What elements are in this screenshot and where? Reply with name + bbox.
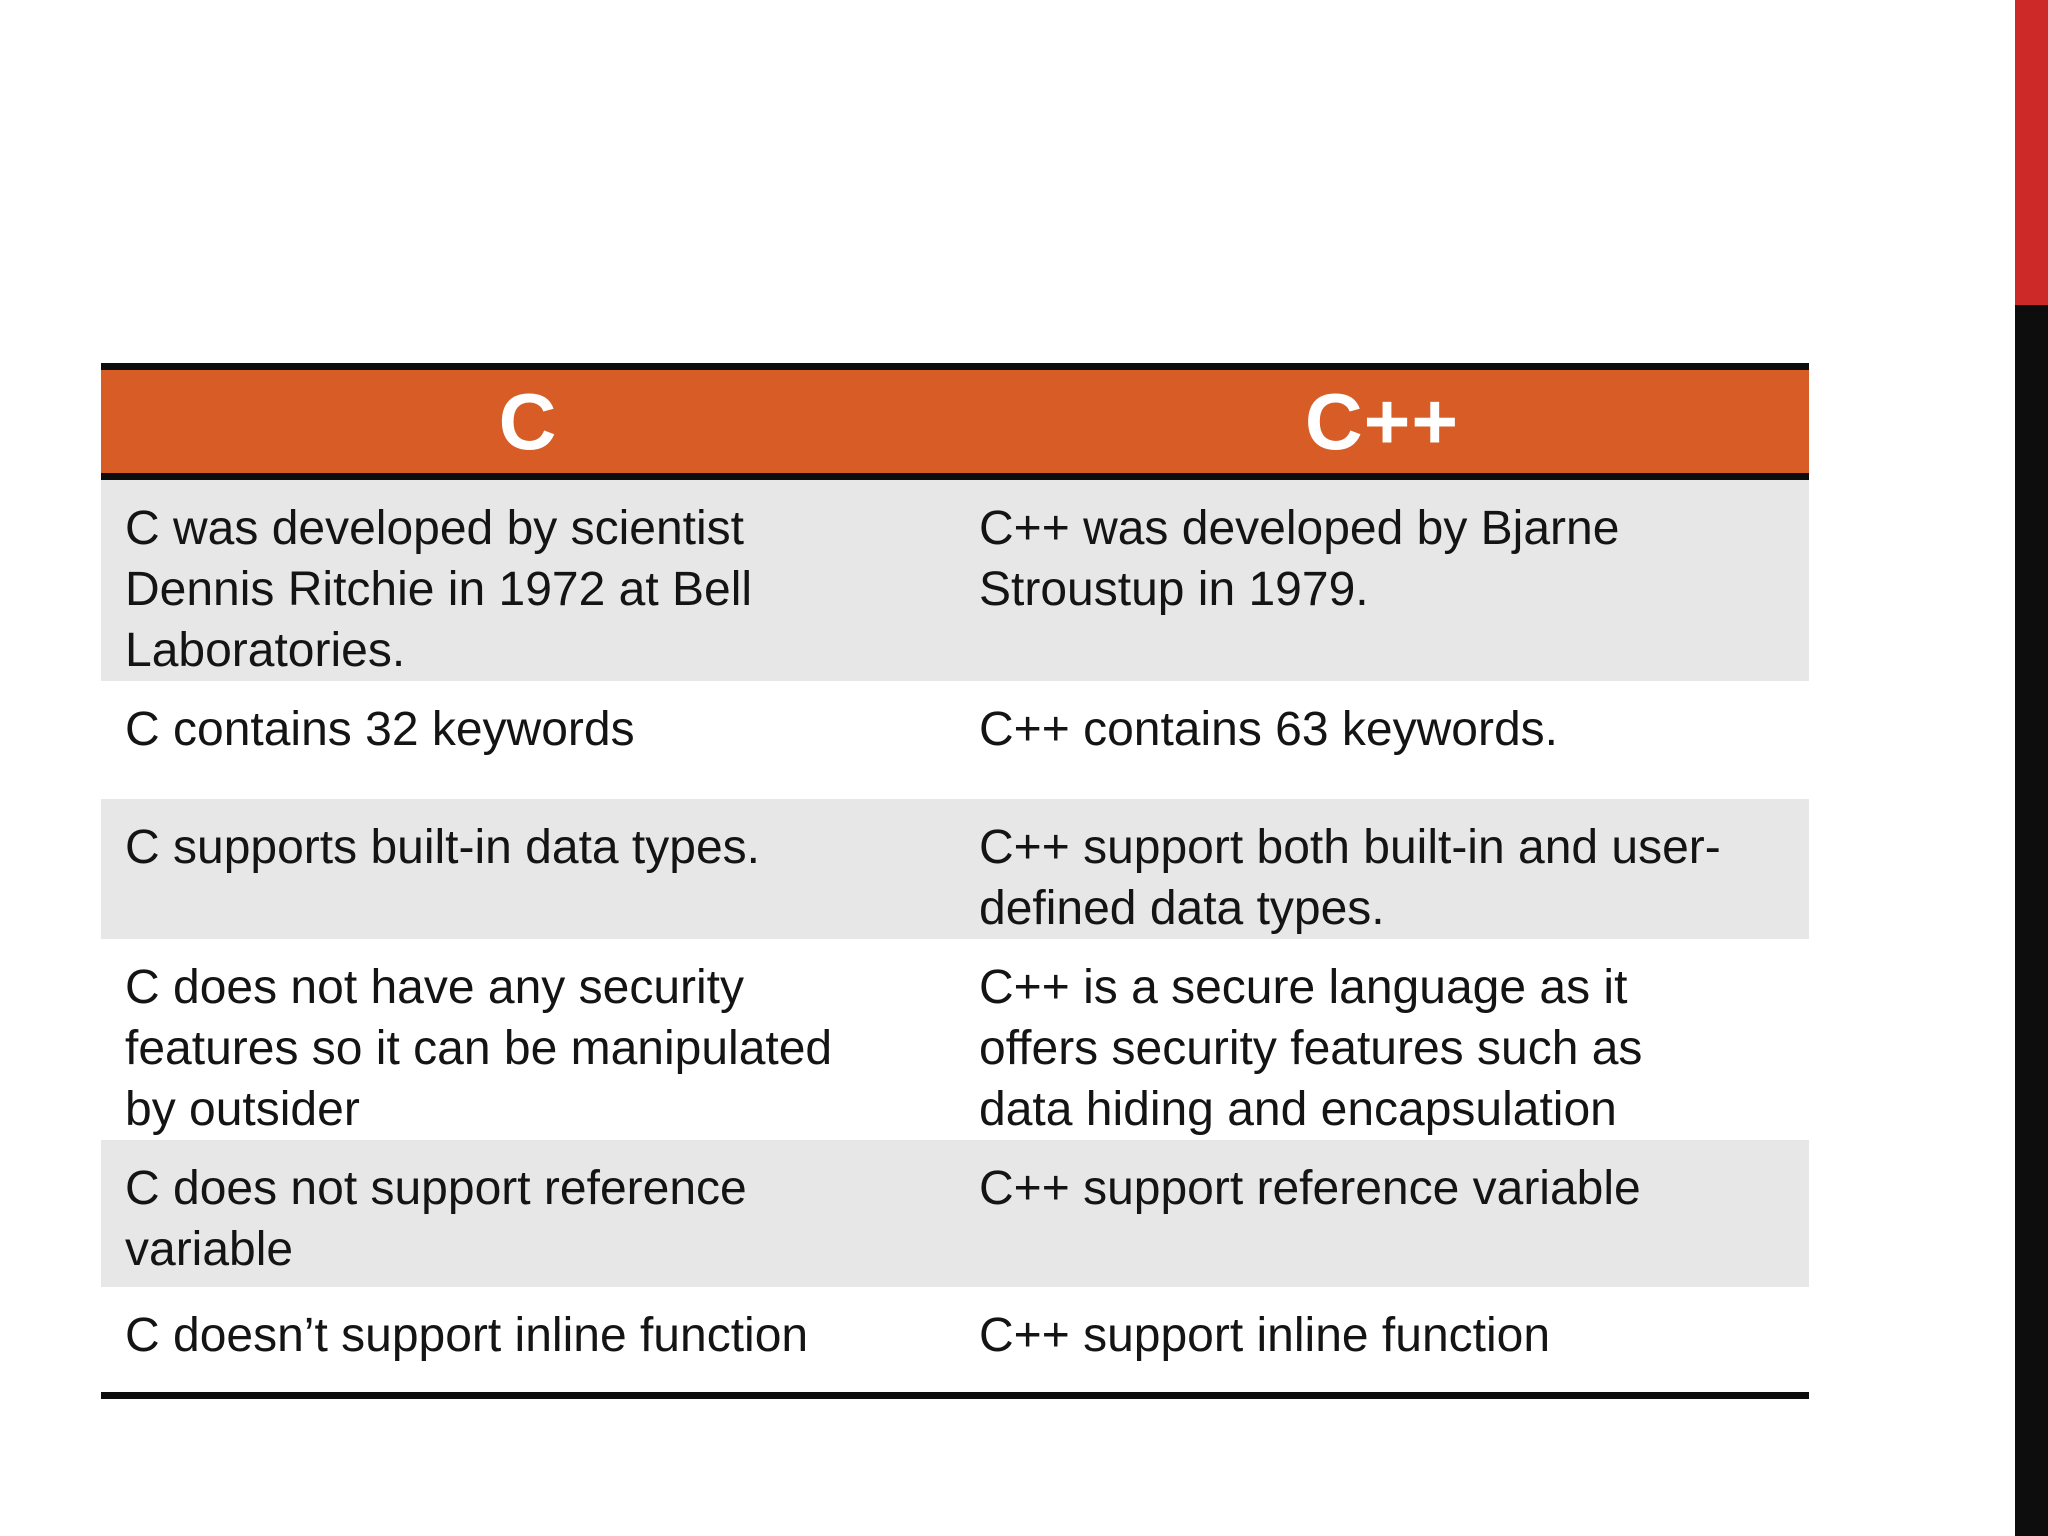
table-row: C does not support reference variable C+…	[101, 1140, 1809, 1287]
c-cell: C does not support reference variable	[101, 1140, 955, 1287]
c-cell: C contains 32 keywords	[101, 681, 955, 799]
c-cell: C was developed by scientist Dennis Ritc…	[101, 476, 955, 681]
table-row: C does not have any security features so…	[101, 939, 1809, 1140]
accent-bar-red	[2015, 0, 2048, 305]
comparison-table: C C++ C was developed by scientist Denni…	[101, 363, 1809, 1399]
cpp-cell: C++ contains 63 keywords.	[955, 681, 1809, 799]
c-cell: C supports built-in data types.	[101, 799, 955, 939]
header-row: C C++	[101, 366, 1809, 480]
cpp-cell: C++ support reference variable	[955, 1140, 1809, 1287]
cpp-cell: C++ is a secure language as it offers se…	[955, 939, 1809, 1140]
table-row: C doesn’t support inline function C++ su…	[101, 1287, 1809, 1395]
table-row: C contains 32 keywords C++ contains 63 k…	[101, 681, 1809, 799]
accent-bar-black	[2015, 305, 2048, 1536]
header-cell-cpp: C++	[955, 366, 1809, 480]
cpp-cell: C++ support both built-in and user- defi…	[955, 799, 1809, 939]
c-cell: C doesn’t support inline function	[101, 1287, 955, 1395]
cpp-cell: C++ was developed by Bjarne Stroustup in…	[955, 476, 1809, 681]
table-row: C supports built-in data types. C++ supp…	[101, 799, 1809, 939]
cpp-cell: C++ support inline function	[955, 1287, 1809, 1395]
c-cell: C does not have any security features so…	[101, 939, 955, 1140]
header-cell-c: C	[101, 366, 955, 480]
table-row: C was developed by scientist Dennis Ritc…	[101, 476, 1809, 681]
